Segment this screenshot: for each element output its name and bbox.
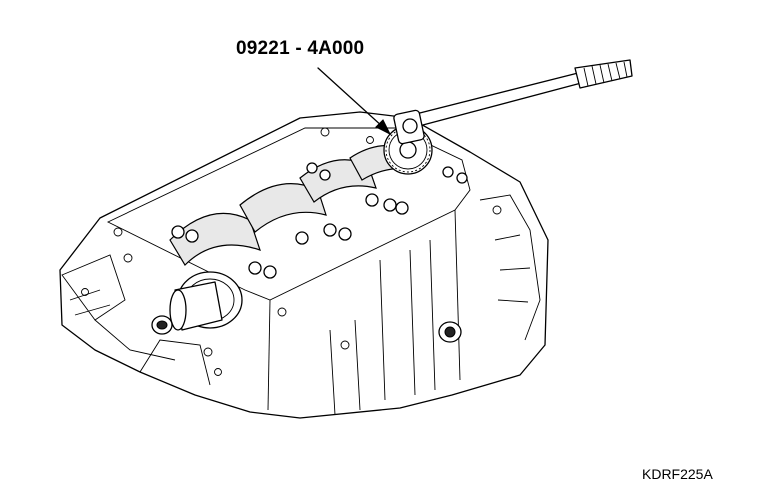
cap-bolts bbox=[171, 162, 468, 279]
bearing-cap-1 bbox=[169, 212, 261, 266]
special-tool-wrench bbox=[393, 59, 633, 145]
tool-part-number-label: 09221 - 4A000 bbox=[236, 38, 365, 59]
block-top-deck bbox=[106, 127, 471, 301]
bearing-cap-2 bbox=[239, 183, 327, 233]
block-holes bbox=[81, 127, 502, 376]
callout-arrowhead bbox=[375, 119, 392, 136]
callout-leader-line bbox=[317, 67, 385, 129]
figure-reference-code: KDRF225A bbox=[642, 466, 713, 482]
engine-block-outline bbox=[59, 111, 549, 419]
